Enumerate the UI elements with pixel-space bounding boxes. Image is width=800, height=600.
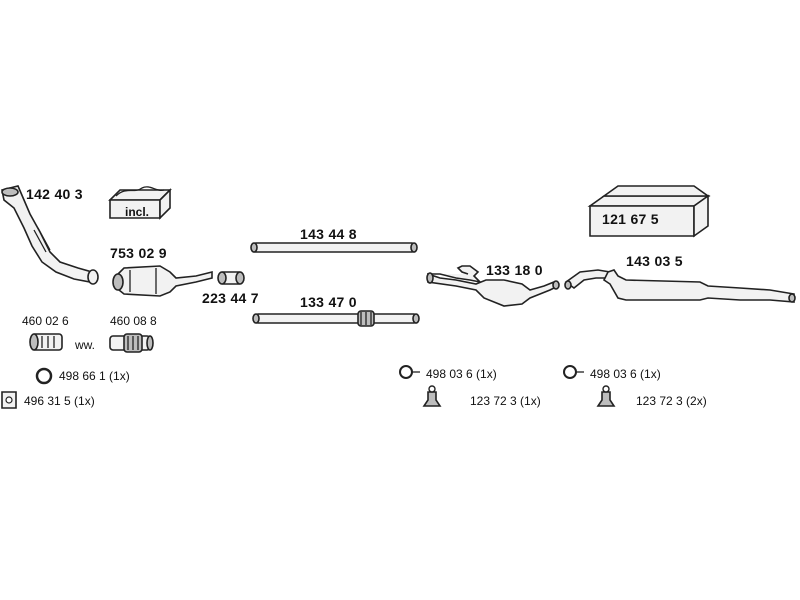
pipe-upper-part[interactable] [250, 242, 418, 253]
hanger-mid-icon[interactable] [422, 385, 442, 407]
pipe-lower-label: 133 47 0 [300, 294, 357, 310]
pipe-upper-label: 143 44 8 [300, 226, 357, 242]
kit-box-icon[interactable] [108, 186, 172, 220]
middle-silencer-label: 133 18 0 [486, 262, 543, 278]
pipe-lower-part[interactable] [252, 310, 420, 327]
ring-seal-icon[interactable] [35, 367, 53, 385]
kit-label: incl. [125, 205, 150, 219]
mount-mid-label: 498 03 6 (1x) [426, 367, 497, 381]
box-label: 121 67 5 [602, 211, 659, 227]
rubber-mount-rear-icon[interactable] [563, 365, 584, 379]
middle-silencer-part[interactable] [426, 265, 560, 307]
mount-rear-label: 498 03 6 (1x) [590, 367, 661, 381]
connector-part[interactable] [217, 271, 245, 285]
hanger-rear-label: 123 72 3 (2x) [636, 394, 707, 408]
flex-a-label: 460 02 6 [22, 314, 69, 328]
hanger-rear-icon[interactable] [596, 385, 616, 407]
rear-silencer-label: 143 03 5 [626, 253, 683, 269]
ring-seal-label: 498 66 1 (1x) [59, 369, 130, 383]
rubber-mount-mid-icon[interactable] [399, 365, 420, 379]
catalyst-label: 753 02 9 [110, 245, 167, 261]
flex-b-label: 460 08 8 [110, 314, 157, 328]
packaging-box-icon[interactable] [587, 185, 711, 238]
rear-silencer-part[interactable] [564, 269, 796, 303]
hanger-mid-label: 123 72 3 (1x) [470, 394, 541, 408]
flex-pipe-a-part[interactable] [29, 333, 63, 351]
gasket-icon[interactable] [1, 391, 17, 409]
front-pipe-label: 142 40 3 [26, 186, 83, 202]
front-pipe-part[interactable] [1, 185, 99, 285]
connector-label: 223 44 7 [202, 290, 259, 306]
catalyst-part[interactable] [112, 265, 213, 297]
flex-pipe-b-part[interactable] [109, 333, 154, 353]
ww-label: ww. [75, 338, 96, 352]
gasket-label: 496 31 5 (1x) [24, 394, 95, 408]
